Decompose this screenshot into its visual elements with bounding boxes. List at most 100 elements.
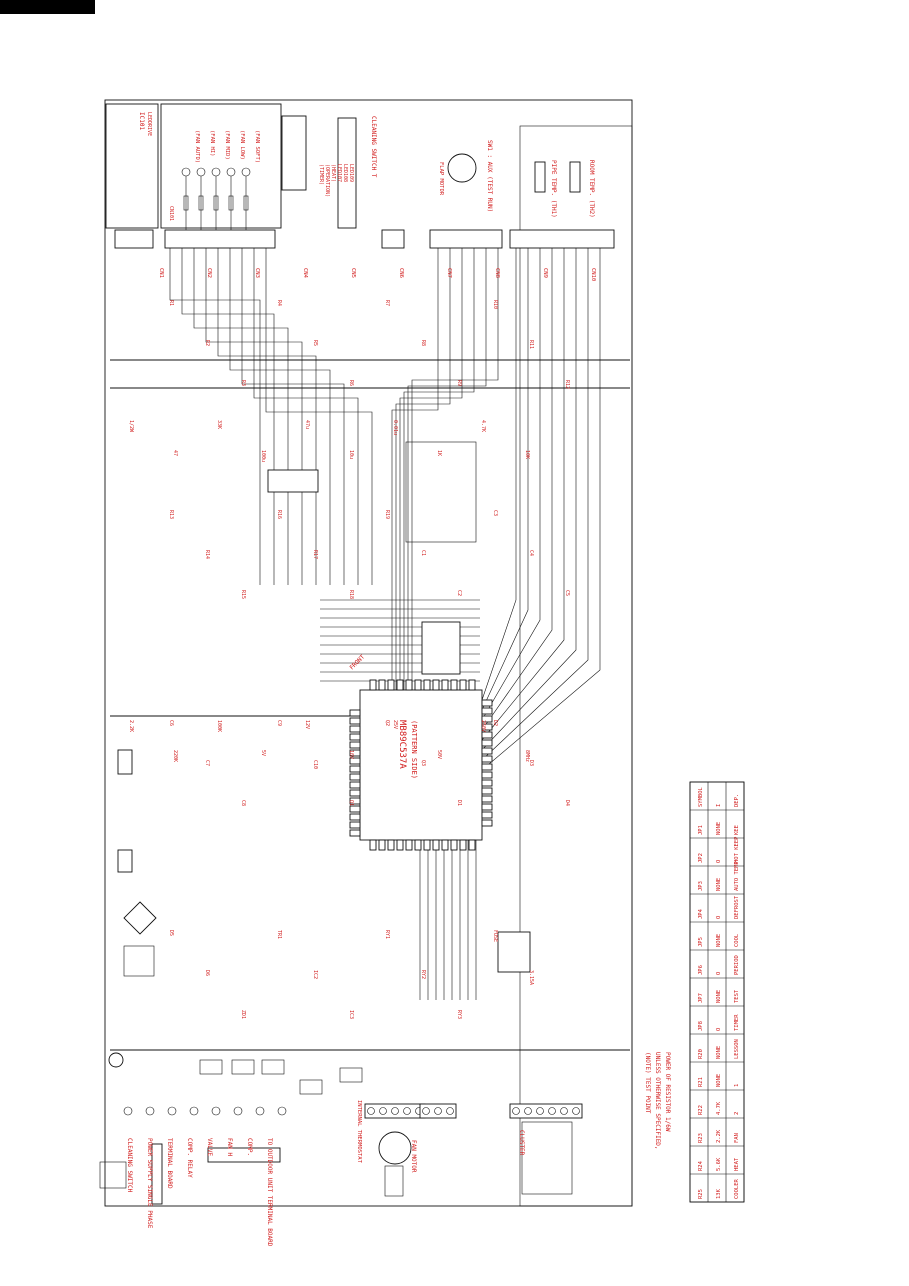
fan-motor-symbol (378, 1131, 412, 1165)
table-cell: 13K (716, 1188, 722, 1199)
mcu-pin-bottom (423, 839, 431, 851)
bus-wire (407, 248, 487, 690)
bus-wire (169, 248, 261, 585)
table-cell: FAN (734, 1133, 740, 1143)
mcu-pin-bottom (369, 839, 377, 851)
component-value: 47u (304, 420, 310, 429)
component-ref: C8 (240, 800, 246, 806)
connector-pin (524, 1107, 532, 1115)
table-cell: O (716, 916, 722, 919)
mcu-pin-bottom (450, 839, 458, 851)
component-ref: R2 (204, 340, 210, 346)
relay-coil (339, 1067, 363, 1083)
note-line: (NOTE) TEST POINT (644, 1052, 651, 1114)
mcu-pin-left (349, 717, 361, 725)
table-cell: R20 (698, 1049, 704, 1059)
flap-motor-symbol (447, 153, 477, 183)
component-ref: C3 (492, 510, 498, 516)
table-cell: LESSON (734, 1039, 740, 1059)
mcu-pin-bottom (441, 839, 449, 851)
led-block (160, 103, 282, 229)
led-text: (FAN MID) (224, 130, 230, 160)
mcu-pin-top (369, 679, 377, 691)
bus-wire (399, 248, 463, 690)
cn-label: CN7 (446, 268, 452, 278)
table-cell: HOT KEEP (734, 836, 740, 863)
left-block-label: POWER SUPPLY SINGLE PHASE (146, 1138, 153, 1229)
switch-block (281, 115, 307, 191)
component-ref: R3 (240, 380, 246, 386)
left-block-label: FAN H (226, 1138, 233, 1156)
transformer-tr1 (123, 945, 155, 977)
component-ref: R10 (492, 300, 498, 309)
component-ref: RY2 (420, 970, 426, 979)
flap-motor-label: FLAP MOTOR (438, 162, 444, 196)
component-ref: TR1 (276, 930, 282, 939)
component-ref: R18 (348, 590, 354, 599)
front-label: FRONT (348, 653, 366, 671)
component-ref: IC3 (348, 1010, 354, 1019)
component-value: 100u (260, 450, 266, 462)
table-cell: KEE (734, 825, 740, 835)
timer-text: (TIMER) (318, 164, 324, 185)
component-ref: R8 (420, 340, 426, 346)
component-ref: R4 (276, 300, 282, 306)
connector-pin (403, 1107, 411, 1115)
mcu-pin-left (349, 749, 361, 757)
table-cell: JP1 (698, 825, 704, 835)
table-cell: DEP. (734, 794, 740, 807)
table-cell: 4.7K (716, 1101, 722, 1115)
cn10-connector (164, 229, 276, 249)
cn7-connector (429, 229, 503, 249)
led-row (181, 167, 251, 230)
component-ref: D6 (204, 970, 210, 976)
mcu-pin-left (349, 765, 361, 773)
component-value: 16V (348, 750, 354, 759)
ic-sub-label: (PATTERN SIDE) (410, 720, 418, 779)
connector-pin (572, 1107, 580, 1115)
connector-pin (446, 1107, 454, 1115)
mcu-pin-left (349, 797, 361, 805)
component-value: 33K (216, 420, 222, 429)
terminal-pin (277, 1106, 287, 1116)
cluster-box (521, 1121, 573, 1195)
timer-text: LED107 (336, 164, 342, 182)
mcu-pin-bottom (432, 839, 440, 851)
bus-wire (481, 248, 601, 771)
component-ref: 3.15A (528, 970, 534, 985)
mcu-pin-top (387, 679, 395, 691)
component-ref: R7 (384, 300, 390, 306)
mcu-pin-right (481, 803, 493, 811)
bus-wire (481, 248, 517, 701)
connector-pin (367, 1107, 375, 1115)
pipe-temp-label: PIPE TEMP. (TH1) (550, 160, 557, 218)
bus-wire (481, 248, 553, 731)
header-black-bar (0, 0, 95, 14)
power-terminal (108, 1052, 124, 1068)
component-value: 8MHz (524, 750, 530, 762)
right-ground-loop (519, 125, 633, 1207)
terminal-board-2 (207, 1147, 281, 1163)
bus-lines (169, 248, 601, 1000)
mcu-pin-right (481, 731, 493, 739)
table-cell: HEAT (734, 1157, 740, 1171)
relay-coil (299, 1079, 323, 1095)
connector-pin (536, 1107, 544, 1115)
cn101-label: CN101 (168, 206, 174, 221)
mcu-pin-right (481, 771, 493, 779)
mcu-pin-right (481, 787, 493, 795)
cleaning-switch-label: CLEANING SWITCH T (370, 116, 377, 178)
fan-capacitor (384, 1165, 404, 1197)
table-cell: DEFROST (734, 895, 740, 919)
table-cell: R25 (698, 1189, 704, 1199)
bus-wire (411, 248, 499, 690)
component-value: 10u (348, 450, 354, 459)
table-cell: TIMER (734, 1014, 740, 1031)
timer-text: LED109 (348, 164, 354, 182)
component-ref: C5 (564, 590, 570, 596)
cn6-connector (509, 229, 615, 249)
component-ref: C6 (168, 720, 174, 726)
table-cell: JP7 (698, 993, 704, 1003)
terminal-pin (233, 1106, 243, 1116)
connector-pin (434, 1107, 442, 1115)
